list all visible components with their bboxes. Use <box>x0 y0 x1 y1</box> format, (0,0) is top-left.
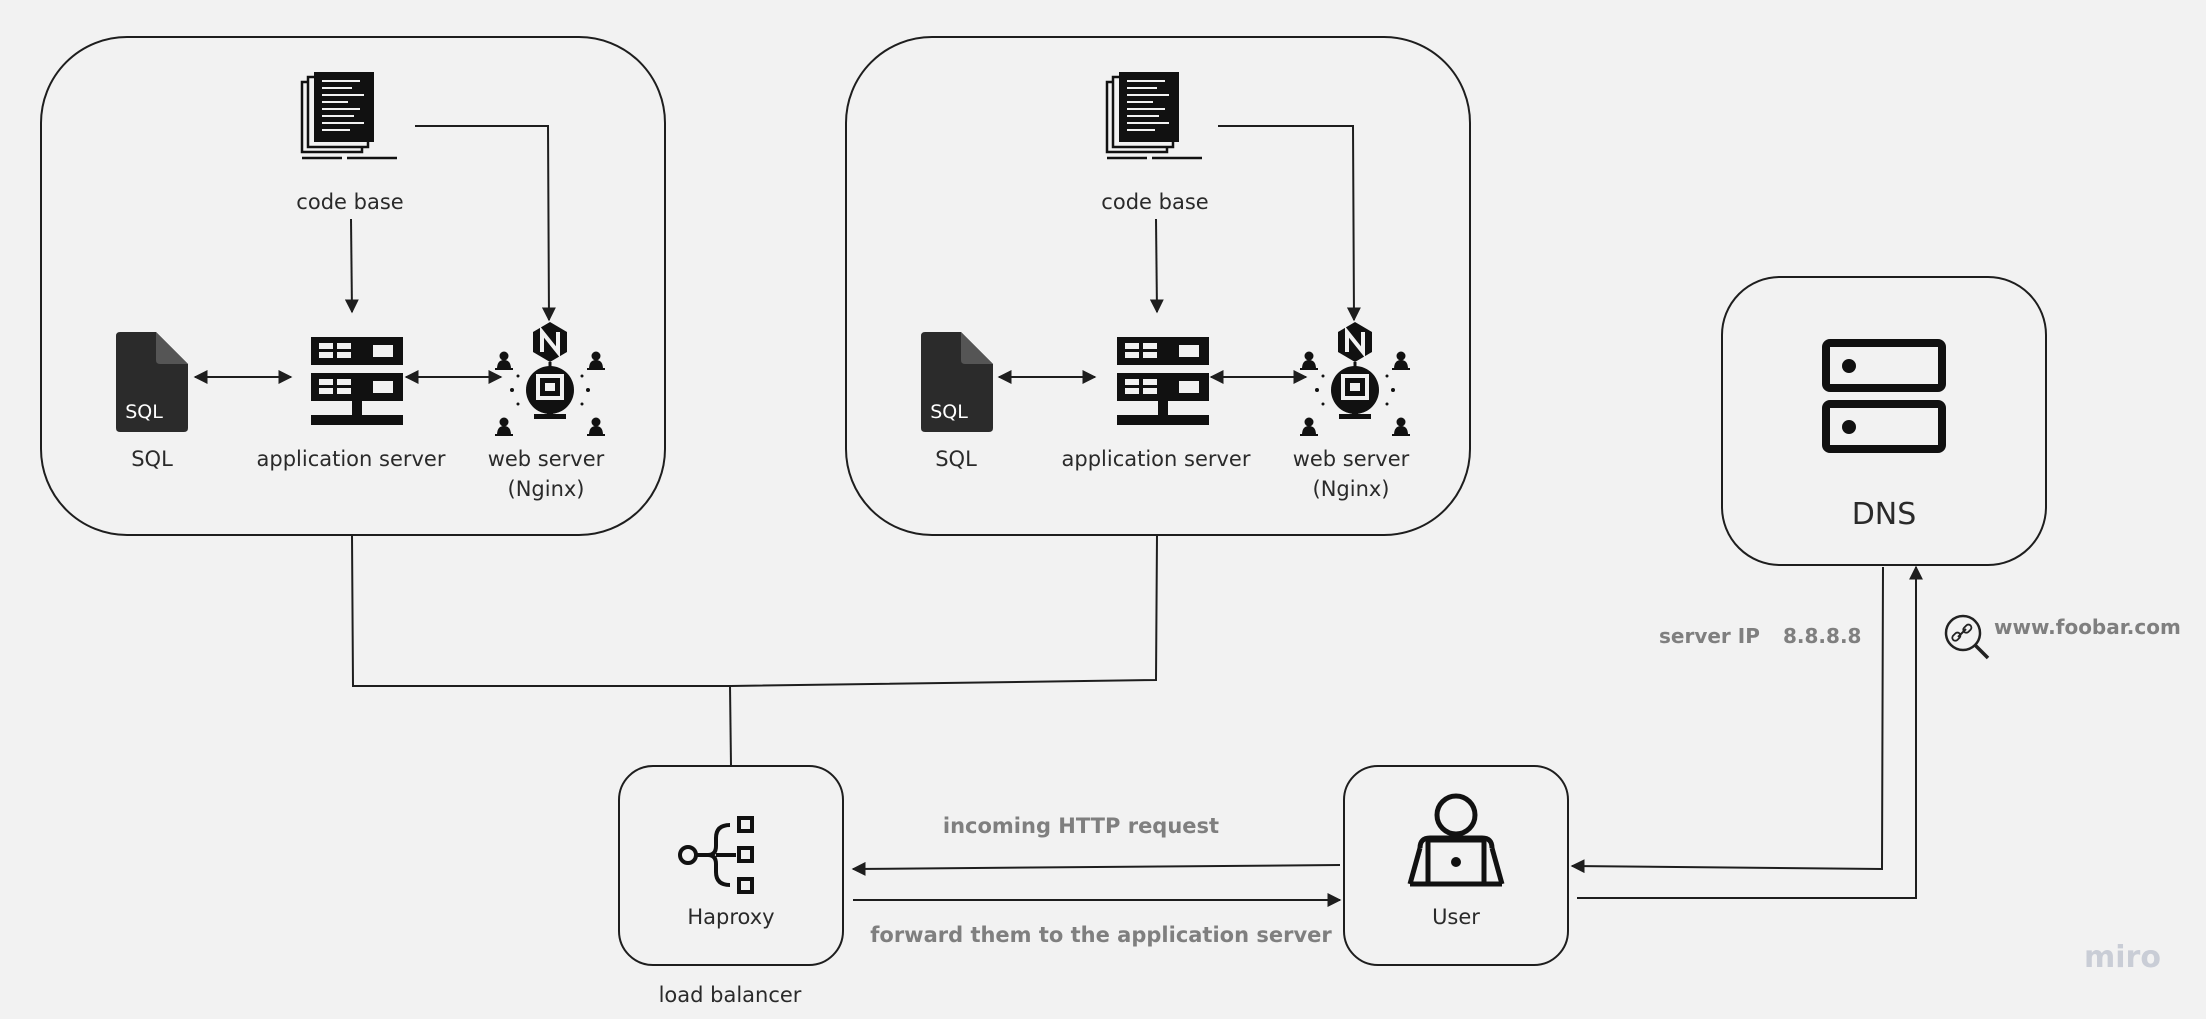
arrow-dns-to-user <box>1570 566 1884 874</box>
sql-file-text: SQL <box>930 401 968 423</box>
code-base-icon <box>1105 70 1204 160</box>
sql-label: SQL <box>935 447 977 471</box>
incoming-request-label: incoming HTTP request <box>943 814 1219 838</box>
web-server-label-nginx: (Nginx) <box>508 477 585 501</box>
nginx-web-server-icon <box>1300 322 1410 435</box>
arrow-incoming-http-request <box>851 861 1341 876</box>
user-frame <box>1343 765 1569 966</box>
dns-server-icon <box>1822 339 1946 453</box>
dns-label: DNS <box>1852 497 1917 532</box>
nginx-web-server-icon <box>495 322 605 435</box>
link-search-icon <box>1944 614 1990 660</box>
forward-request-label: forward them to the application server <box>870 923 1332 947</box>
arrow-codebase-to-webserver <box>1218 125 1361 322</box>
haproxy-frame <box>618 765 844 966</box>
dns-node: DNS <box>1721 276 2047 566</box>
application-server-icon <box>1117 337 1209 425</box>
load-balancer-icon <box>678 816 754 894</box>
domain-name-label: www.foobar.com <box>1994 615 2181 639</box>
web-server-label-nginx: (Nginx) <box>1313 477 1390 501</box>
application-server-label: application server <box>257 447 446 471</box>
arrow-codebase-to-appserver <box>344 218 359 314</box>
dns-frame <box>1721 276 2047 566</box>
web-server-label: web server <box>1293 447 1410 471</box>
server-group-1: code base SQL SQL application server web… <box>40 36 666 536</box>
server-group-2: code base SQL SQL application server web… <box>845 36 1471 536</box>
server-ip-value: 8.8.8.8 <box>1783 624 1861 648</box>
user-label: User <box>1432 905 1480 929</box>
arrow-codebase-to-appserver <box>1149 218 1164 314</box>
haproxy-node: Haproxy <box>618 765 844 966</box>
connector-group1-to-lb <box>351 534 731 687</box>
user-node: User <box>1343 765 1569 966</box>
load-balancer-caption: load balancer <box>659 983 802 1007</box>
server-group-2-frame <box>845 36 1471 536</box>
sql-label: SQL <box>131 447 173 471</box>
code-base-label: code base <box>1101 190 1208 214</box>
miro-watermark: miro <box>2084 940 2161 975</box>
web-server-label: web server <box>488 447 605 471</box>
application-server-label: application server <box>1062 447 1251 471</box>
connector-group2-to-lb <box>730 534 1158 687</box>
code-base-label: code base <box>296 190 403 214</box>
arrow-user-to-dns <box>1577 565 1923 899</box>
code-base-icon <box>300 70 399 160</box>
server-ip-label: server IP <box>1659 624 1760 648</box>
user-laptop-icon <box>1407 793 1505 887</box>
sql-file-icon: SQL <box>116 332 188 432</box>
sql-file-text: SQL <box>125 401 163 423</box>
application-server-icon <box>311 337 403 425</box>
arrow-codebase-to-webserver <box>415 125 556 322</box>
connector-lb-vertical <box>729 685 732 767</box>
haproxy-label: Haproxy <box>687 905 774 929</box>
sql-file-icon: SQL <box>921 332 993 432</box>
